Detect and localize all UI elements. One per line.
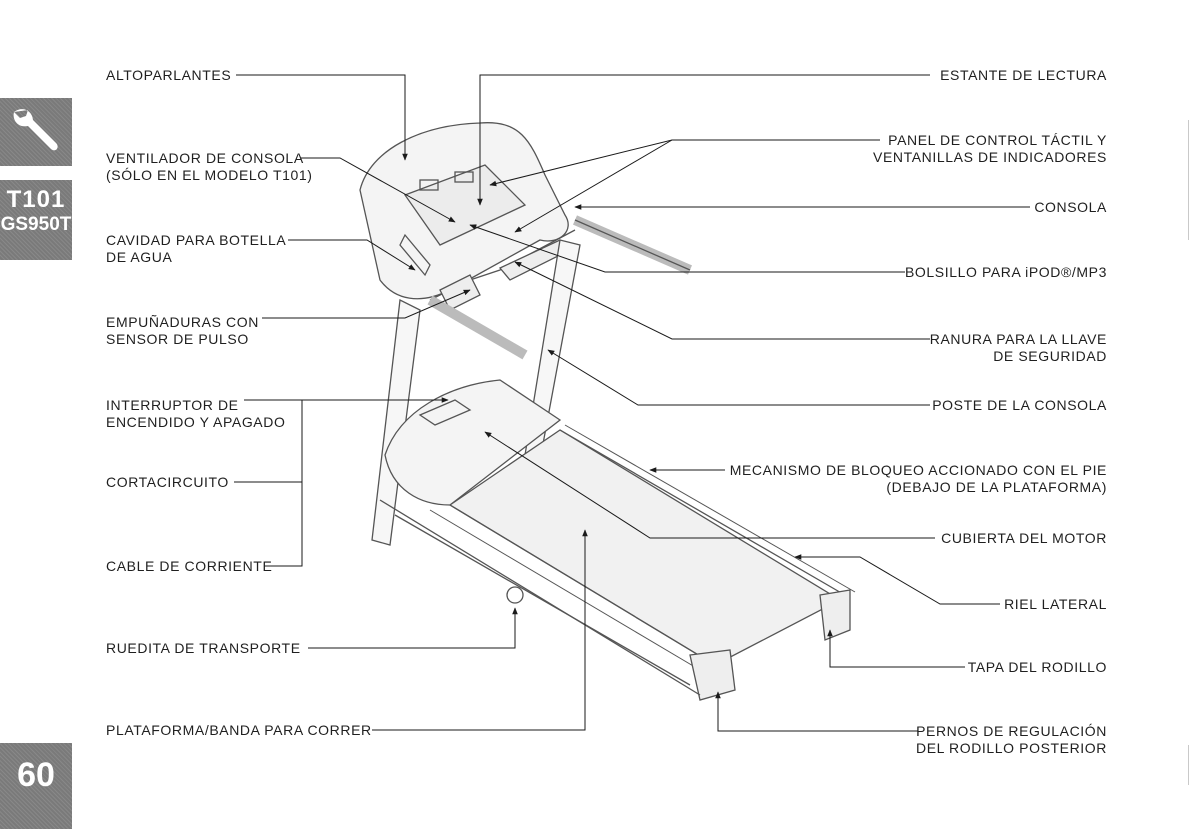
label-line: RUEDITA DE TRANSPORTE	[106, 640, 301, 656]
label-line: BOLSILLO PARA iPOD®/MP3	[904, 264, 1107, 280]
model-tab	[0, 180, 72, 260]
label-ventilador-consola: VENTILADOR DE CONSOLA (SÓLO EN EL MODELO…	[106, 150, 313, 184]
label-line: POSTE DE LA CONSOLA	[932, 397, 1107, 413]
label-cortacircuito: CORTACIRCUITO	[106, 474, 229, 491]
label-line: CONSOLA	[1034, 199, 1107, 215]
label-panel-control: PANEL DE CONTROL TÁCTIL Y VENTANILLAS DE…	[873, 132, 1107, 166]
label-bolsillo-ipod: BOLSILLO PARA iPOD®/MP3	[905, 264, 1107, 281]
label-pernos-regulacion: PERNOS DE REGULACIÓN DEL RODILLO POSTERI…	[916, 723, 1107, 757]
label-line: DEL RODILLO POSTERIOR	[915, 740, 1107, 756]
label-line: MECANISMO DE BLOQUEO ACCIONADO CON EL PI…	[729, 462, 1107, 478]
wrench-icon	[13, 109, 58, 151]
label-mecanismo-bloqueo: MECANISMO DE BLOQUEO ACCIONADO CON EL PI…	[730, 462, 1107, 496]
label-line: EMPUÑADURAS CON	[106, 314, 259, 330]
page-number-tab	[0, 743, 72, 829]
leader-lines	[234, 74, 1030, 732]
page-number: 60	[17, 756, 55, 794]
model-name-secondary: GS950T	[0, 214, 72, 235]
label-cubierta-motor: CUBIERTA DEL MOTOR	[941, 530, 1107, 547]
label-line: CABLE DE CORRIENTE	[106, 558, 273, 574]
model-name-primary: T101	[6, 186, 66, 213]
label-ruedita-transporte: RUEDITA DE TRANSPORTE	[106, 640, 301, 657]
label-line: VENTANILLAS DE INDICADORES	[873, 149, 1107, 165]
label-cable-corriente: CABLE DE CORRIENTE	[106, 558, 272, 575]
label-line: RIEL LATERAL	[1004, 596, 1107, 612]
label-poste-consola: POSTE DE LA CONSOLA	[932, 397, 1107, 414]
label-line: ALTOPARLANTES	[106, 67, 232, 83]
label-line: CUBIERTA DEL MOTOR	[941, 530, 1107, 546]
label-ranura-llave: RANURA PARA LA LLAVE DE SEGURIDAD	[930, 331, 1107, 365]
label-line: DE SEGURIDAD	[993, 348, 1107, 364]
label-line: (SÓLO EN EL MODELO T101)	[106, 167, 313, 183]
label-line: PERNOS DE REGULACIÓN	[916, 723, 1107, 739]
label-plataforma-banda: PLATAFORMA/BANDA PARA CORRER	[106, 722, 372, 739]
label-cavidad-botella: CAVIDAD PARA BOTELLA DE AGUA	[106, 232, 286, 266]
label-line: VENTILADOR DE CONSOLA	[106, 150, 304, 166]
label-tapa-rodillo: TAPA DEL RODILLO	[968, 659, 1107, 676]
label-riel-lateral: RIEL LATERAL	[1004, 596, 1107, 613]
label-line: ENCENDIDO Y APAGADO	[106, 414, 286, 430]
label-line: ESTANTE DE LECTURA	[940, 67, 1107, 83]
label-line: CAVIDAD PARA BOTELLA	[106, 232, 287, 248]
label-line: SENSOR DE PULSO	[106, 331, 249, 347]
treadmill-drawing	[359, 122, 856, 701]
section-tab-icon	[0, 98, 72, 166]
label-line: INTERRUPTOR DE	[106, 397, 239, 413]
label-altoparlantes: ALTOPARLANTES	[106, 67, 231, 84]
label-empunaduras: EMPUÑADURAS CON SENSOR DE PULSO	[106, 314, 259, 348]
label-line: (DEBAJO DE LA PLATAFORMA)	[886, 479, 1107, 495]
label-line: DE AGUA	[106, 249, 173, 265]
label-line: TAPA DEL RODILLO	[967, 659, 1107, 675]
label-consola: CONSOLA	[1034, 199, 1107, 216]
label-line: CORTACIRCUITO	[106, 474, 229, 490]
label-line: PANEL DE CONTROL TÁCTIL Y	[888, 132, 1107, 148]
label-line: PLATAFORMA/BANDA PARA CORRER	[106, 722, 372, 738]
label-line: RANURA PARA LA LLAVE	[929, 331, 1107, 347]
label-estante-lectura: ESTANTE DE LECTURA	[940, 67, 1107, 84]
label-interruptor: INTERRUPTOR DE ENCENDIDO Y APAGADO	[106, 397, 285, 431]
